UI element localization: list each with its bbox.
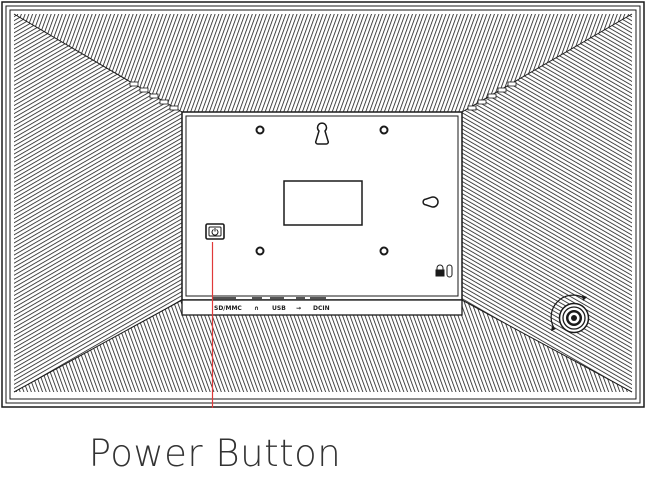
screw-holes (255, 125, 389, 256)
keyhole-mount-icon-side (422, 196, 439, 208)
screw-hole (255, 246, 265, 256)
headphone-jack-label: ∩ (254, 305, 259, 312)
usb-symbol-label: ⇝ (296, 305, 301, 312)
label-plate (283, 180, 363, 226)
power-icon (211, 228, 219, 236)
rotating-stand-knob-icon (550, 294, 590, 334)
keyhole-mount-icon (314, 122, 330, 145)
power-button-callout-label: Power Button (88, 432, 342, 475)
screw-hole (379, 125, 389, 135)
vent-slots-left (129, 81, 179, 111)
device-outer-frame (1, 1, 645, 408)
rear-vent-panels (13, 13, 633, 393)
dc-in-port-label: DCIN (313, 305, 330, 312)
screw-hole (255, 125, 265, 135)
port-strip: SD/MMC ∩ USB ⇝ DCIN (181, 297, 463, 316)
vent-slots-right (467, 81, 517, 111)
memory-card-slot-label: SD/MMC (214, 305, 242, 312)
power-button[interactable] (205, 223, 225, 240)
usb-port-label: USB (272, 305, 286, 312)
kensington-lock-icon (435, 264, 453, 278)
screw-hole (379, 246, 389, 256)
